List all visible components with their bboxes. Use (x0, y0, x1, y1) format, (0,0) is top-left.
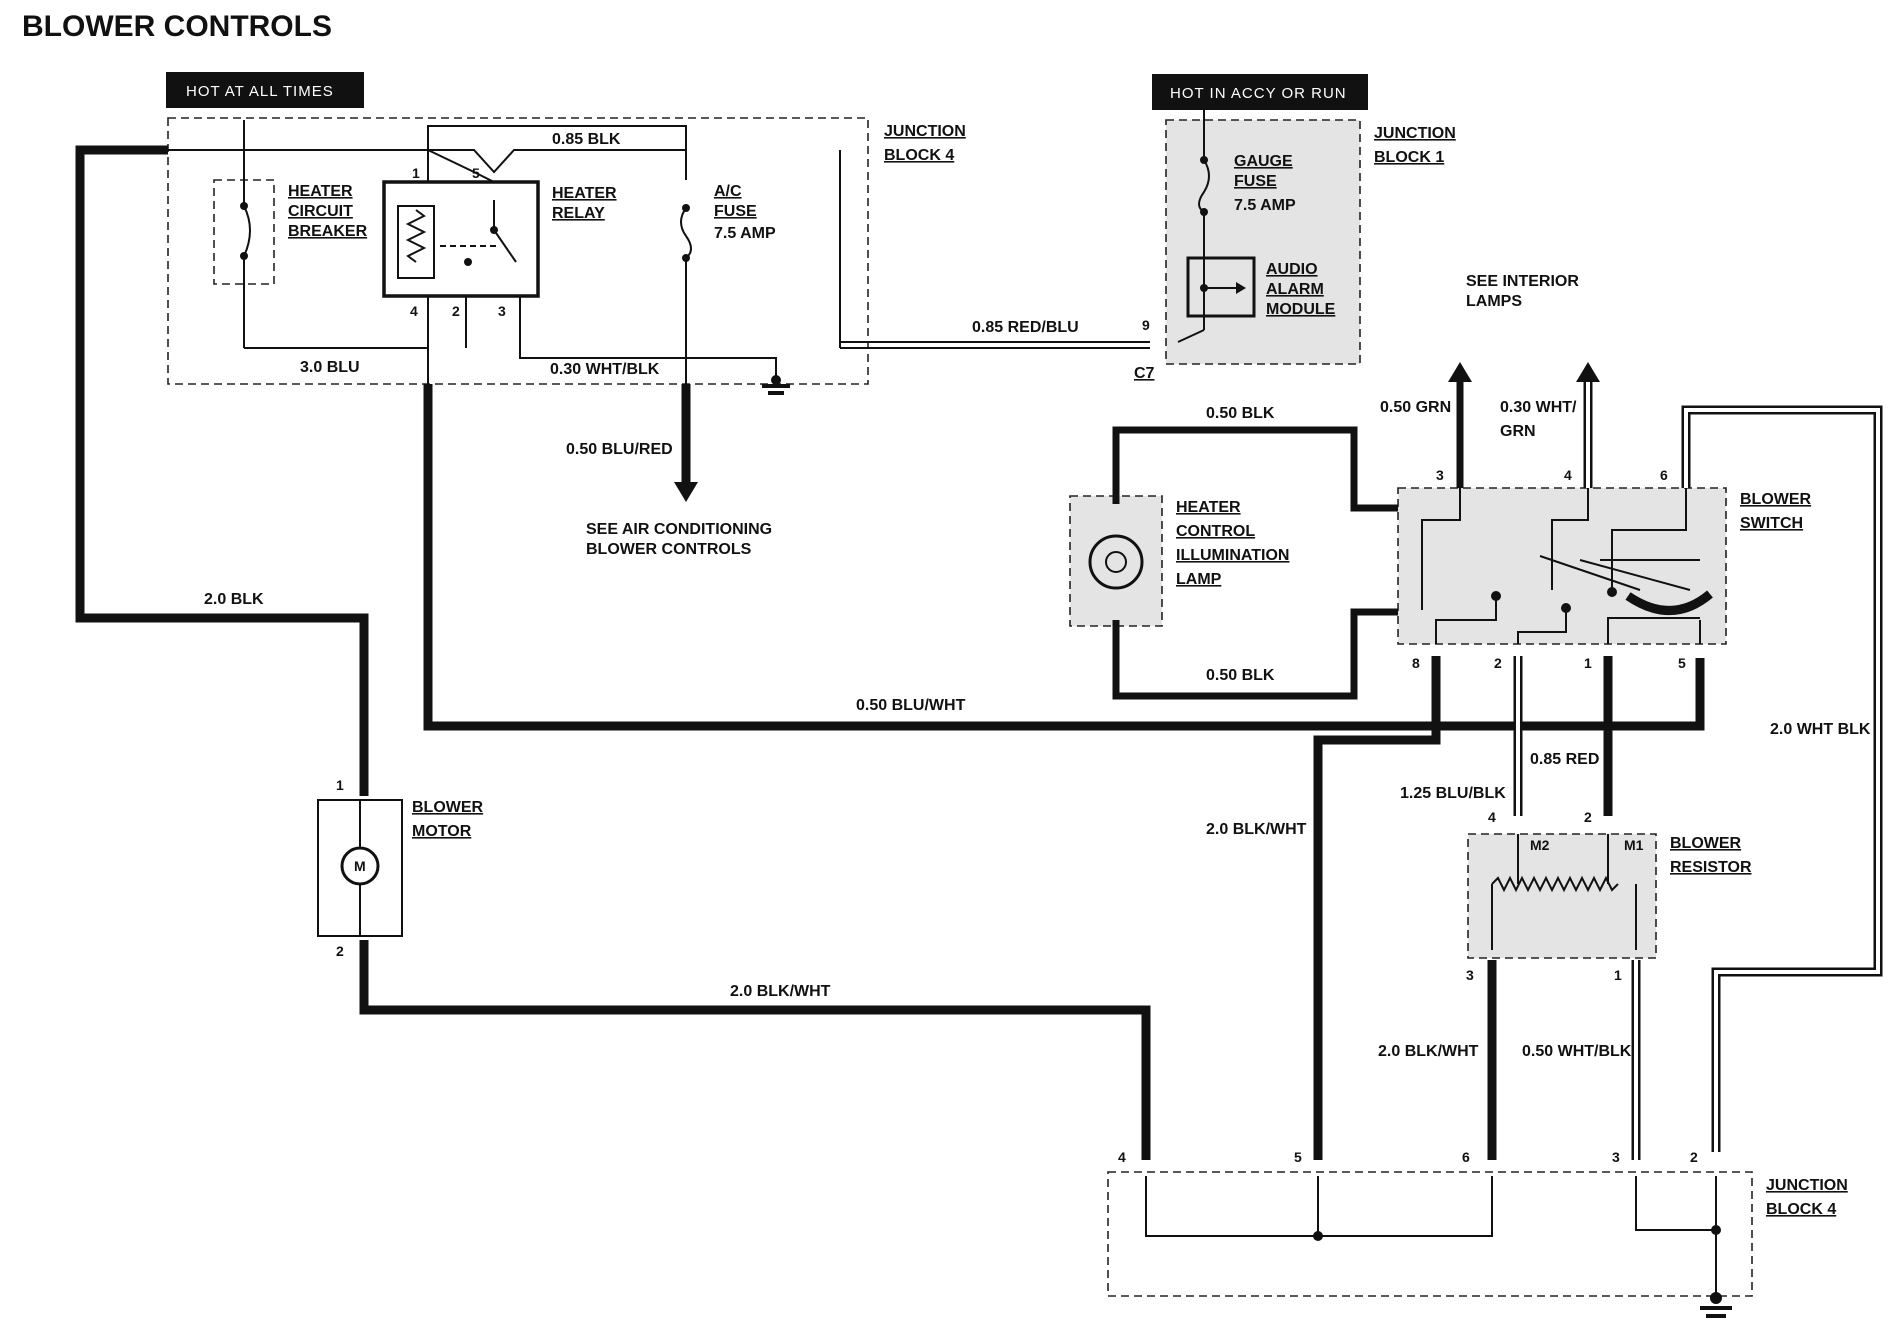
svg-text:6: 6 (1660, 467, 1668, 483)
wire-050-blk-bottom: 0.50 BLK (1206, 667, 1275, 684)
svg-text:4: 4 (410, 303, 418, 319)
svg-text:BREAKER: BREAKER (288, 223, 368, 240)
wire-125-blu-blk: 1.25 BLU/BLK (1400, 785, 1506, 802)
svg-text:1: 1 (1614, 967, 1622, 983)
wire-20-blk-wht-left: 2.0 BLK/WHT (1206, 821, 1307, 838)
wire-30-blu: 3.0 BLU (300, 359, 360, 376)
heater-circuit-breaker: HEATER CIRCUIT BREAKER (213, 120, 368, 348)
svg-text:LAMP: LAMP (1176, 571, 1222, 588)
diagram-title: BLOWER CONTROLS (22, 10, 332, 43)
svg-text:3: 3 (498, 303, 506, 319)
wire-20-blk: 2.0 BLK (204, 591, 264, 608)
svg-text:CIRCUIT: CIRCUIT (288, 203, 353, 220)
svg-text:2: 2 (1494, 655, 1502, 671)
blower-switch: BLOWER SWITCH 3 4 6 8 2 1 5 (1397, 467, 1812, 671)
svg-text:1: 1 (336, 777, 344, 793)
note-see-interior-2: LAMPS (1466, 293, 1522, 310)
hot-at-all-times-label: HOT AT ALL TIMES (166, 72, 364, 108)
svg-text:2: 2 (452, 303, 460, 319)
svg-text:MODULE: MODULE (1266, 301, 1336, 318)
audio-alarm-module: AUDIO ALARM MODULE (1177, 256, 1336, 343)
svg-text:3: 3 (1436, 467, 1444, 483)
svg-text:4: 4 (1118, 1149, 1126, 1165)
svg-text:7.5 AMP: 7.5 AMP (714, 225, 776, 242)
svg-text:6: 6 (1462, 1149, 1470, 1165)
wire-085-blk: 0.85 BLK (552, 131, 621, 148)
svg-text:4: 4 (1488, 809, 1496, 825)
wire-050-grn: 0.50 GRN (1380, 399, 1451, 416)
svg-text:3: 3 (1466, 967, 1474, 983)
ground-symbol-top (762, 375, 790, 395)
junction-block-4-top: JUNCTION BLOCK 4 (167, 117, 966, 385)
junction-block-4-bottom: JUNCTION BLOCK 4 4 5 6 3 2 (1107, 1149, 1848, 1318)
svg-text:RESISTOR: RESISTOR (1670, 859, 1752, 876)
wire-030-wht-grn: 0.30 WHT/ (1500, 399, 1577, 416)
connector-c7: C7 (1134, 365, 1155, 382)
svg-text:JUNCTION: JUNCTION (1374, 125, 1456, 142)
note-see-ac-2: BLOWER CONTROLS (586, 541, 752, 558)
ac-fuse: A/C FUSE 7.5 AMP (680, 183, 776, 384)
svg-text:4: 4 (1564, 467, 1572, 483)
svg-text:ALARM: ALARM (1266, 281, 1324, 298)
svg-text:MOTOR: MOTOR (412, 823, 472, 840)
svg-text:2: 2 (1584, 809, 1592, 825)
svg-text:FUSE: FUSE (714, 203, 757, 220)
svg-text:BLOCK 4: BLOCK 4 (884, 147, 954, 164)
wire-030-wht-blk: 0.30 WHT/BLK (550, 361, 660, 378)
svg-text:GAUGE: GAUGE (1234, 153, 1293, 170)
svg-text:BLOWER: BLOWER (1740, 491, 1812, 508)
connector-c7-pin: 9 (1142, 317, 1150, 333)
svg-text:7.5 AMP: 7.5 AMP (1234, 197, 1296, 214)
svg-text:5: 5 (1678, 655, 1686, 671)
wire-20-blk-wht-bottom: 2.0 BLK/WHT (730, 983, 831, 1000)
blower-motor: M BLOWER MOTOR 1 2 (317, 777, 484, 959)
svg-text:ILLUMINATION: ILLUMINATION (1176, 547, 1289, 564)
note-see-ac: SEE AIR CONDITIONING (586, 521, 772, 538)
svg-text:M: M (354, 858, 366, 874)
svg-text:2: 2 (1690, 1149, 1698, 1165)
svg-text:2: 2 (336, 943, 344, 959)
svg-text:BLOWER: BLOWER (1670, 835, 1742, 852)
svg-text:HOT IN ACCY OR RUN: HOT IN ACCY OR RUN (1170, 85, 1347, 102)
svg-text:FUSE: FUSE (1234, 173, 1277, 190)
wire-20-blk-wht-right: 2.0 BLK/WHT (1378, 1043, 1479, 1060)
svg-text:JUNCTION: JUNCTION (884, 123, 966, 140)
svg-text:M1: M1 (1624, 837, 1644, 853)
wire-050-blu-wht: 0.50 BLU/WHT (856, 697, 966, 714)
svg-text:M2: M2 (1530, 837, 1550, 853)
svg-text:CONTROL: CONTROL (1176, 523, 1255, 540)
svg-text:5: 5 (1294, 1149, 1302, 1165)
svg-text:HEATER: HEATER (552, 185, 617, 202)
svg-text:AUDIO: AUDIO (1266, 261, 1318, 278)
svg-text:HEATER: HEATER (1176, 499, 1241, 516)
svg-text:HOT AT ALL TIMES: HOT AT ALL TIMES (186, 83, 334, 100)
hot-in-accy-label: HOT IN ACCY OR RUN (1152, 74, 1368, 110)
svg-text:A/C: A/C (714, 183, 742, 200)
svg-text:BLOCK 1: BLOCK 1 (1374, 149, 1444, 166)
junction-block-1: JUNCTION BLOCK 1 GAUGE FUSE 7.5 AMP (1165, 110, 1456, 365)
svg-text:1: 1 (1584, 655, 1592, 671)
svg-text:SWITCH: SWITCH (1740, 515, 1803, 532)
svg-text:RELAY: RELAY (552, 205, 605, 222)
svg-text:8: 8 (1412, 655, 1420, 671)
svg-text:3: 3 (1612, 1149, 1620, 1165)
heater-relay: HEATER RELAY 1 5 4 2 3 (382, 165, 617, 319)
blower-resistor: M2 M1 BLOWER RESISTOR 4 2 3 1 (1466, 809, 1752, 983)
note-see-interior: SEE INTERIOR (1466, 273, 1579, 290)
wire-085-red-blu: 0.85 RED/BLU (972, 319, 1079, 336)
svg-text:BLOWER: BLOWER (412, 799, 484, 816)
heater-control-lamp: HEATER CONTROL ILLUMINATION LAMP (1069, 495, 1289, 627)
svg-text:HEATER: HEATER (288, 183, 353, 200)
wire-030-wht-grn-2: GRN (1500, 423, 1536, 440)
wire-085-red: 0.85 RED (1530, 751, 1599, 768)
wire-050-blk-top: 0.50 BLK (1206, 405, 1275, 422)
svg-text:BLOCK 4: BLOCK 4 (1766, 1201, 1836, 1218)
wire-20-wht-blk: 2.0 WHT BLK (1770, 721, 1871, 738)
svg-text:JUNCTION: JUNCTION (1766, 1177, 1848, 1194)
wire-050-blu-red: 0.50 BLU/RED (566, 441, 673, 458)
svg-text:1: 1 (412, 165, 420, 181)
wire-050-wht-blk: 0.50 WHT/BLK (1522, 1043, 1632, 1060)
